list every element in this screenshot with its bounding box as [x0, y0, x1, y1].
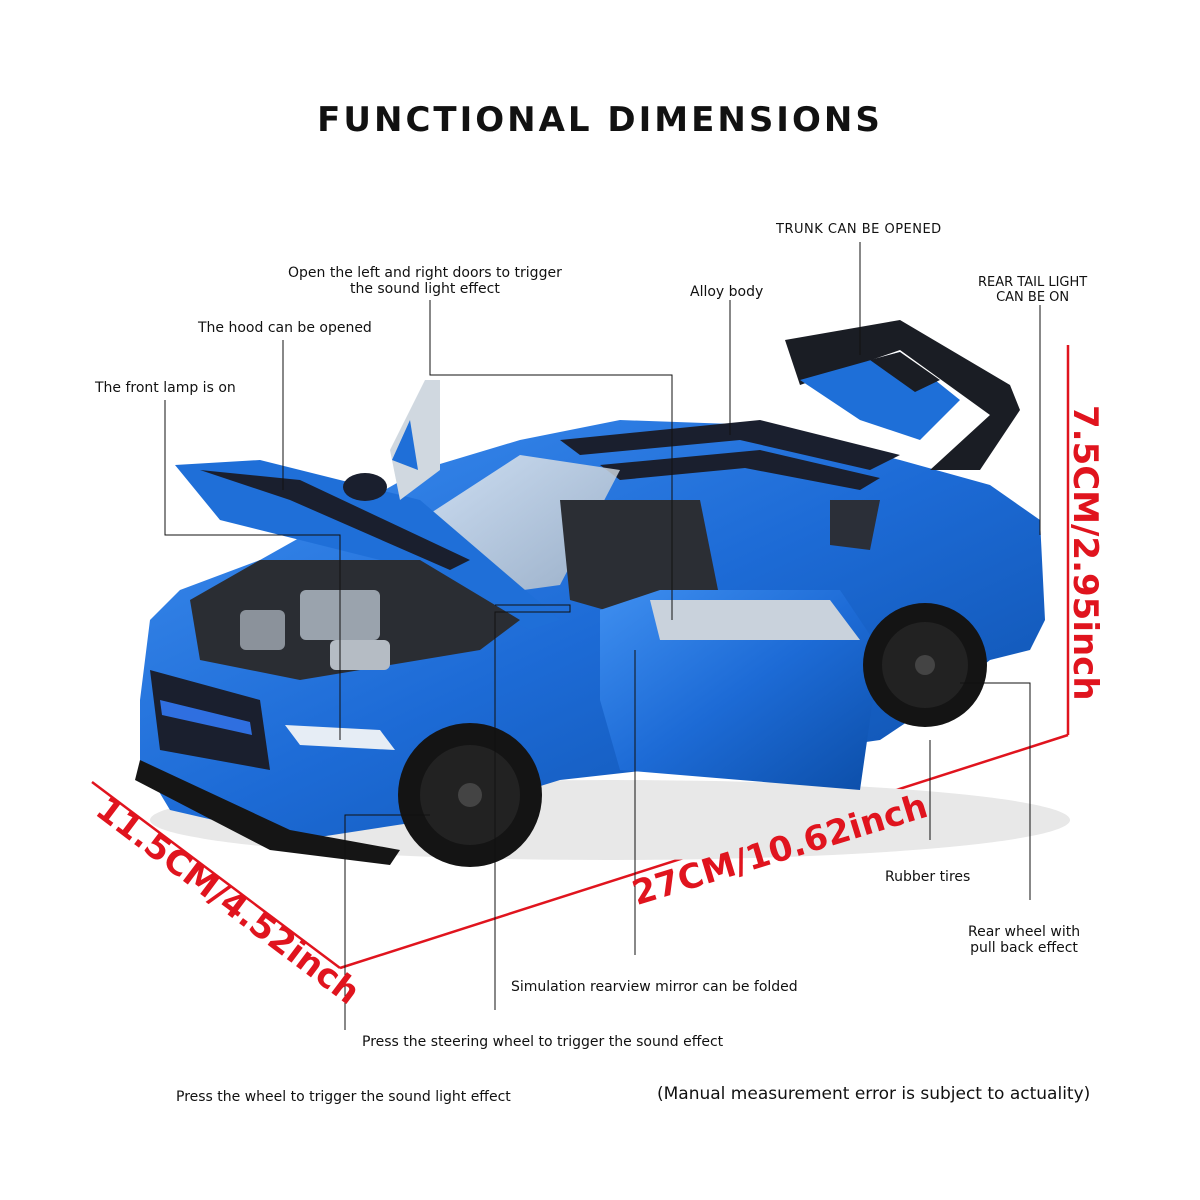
page-title: FUNCTIONAL DIMENSIONS [317, 100, 883, 140]
leader-lines [164, 242, 1041, 1030]
car-body [135, 320, 1070, 867]
doors-line-2: the sound light effect [349, 281, 500, 297]
doors-leader [429, 300, 673, 620]
rear-tail-light-line-1: REAR TAIL LIGHT [978, 275, 1088, 290]
doors-line-1: Open the left and right doors to trigger [288, 265, 562, 281]
rear-tail-light-line-2: CAN BE ON [996, 290, 1070, 305]
wheel-press-leader [344, 814, 430, 1030]
rear-wheel-leader [960, 682, 1031, 900]
alloy-body-label: Alloy body [690, 284, 764, 300]
rear-wheel-line-2: pull back effect [970, 940, 1078, 956]
trunk-label: TRUNK CAN BE OPENED [776, 222, 942, 237]
rear-wheel-label: Rear wheel with pull back effect [968, 924, 1080, 956]
hood-label: The hood can be opened [198, 320, 372, 336]
rear-tail-light-label: REAR TAIL LIGHT CAN BE ON [978, 275, 1087, 305]
mirror-label: Simulation rearview mirror can be folded [511, 979, 798, 995]
height-dimension-label: 7.5CM/2.95inch [1065, 405, 1105, 701]
front-lamp-leader [164, 400, 341, 740]
rubber-tires-label: Rubber tires [885, 869, 971, 885]
front-lamp-label: The front lamp is on [95, 380, 236, 396]
steering-leader [494, 604, 571, 1010]
doors-label: Open the left and right doors to trigger… [288, 265, 562, 297]
width-dimension-line [91, 781, 341, 969]
steering-label: Press the steering wheel to trigger the … [362, 1034, 724, 1050]
rear-wheel-line-1: Rear wheel with [968, 924, 1081, 940]
measurement-note: (Manual measurement error is subject to … [657, 1084, 1091, 1104]
wheel-press-label: Press the wheel to trigger the sound lig… [176, 1089, 511, 1105]
